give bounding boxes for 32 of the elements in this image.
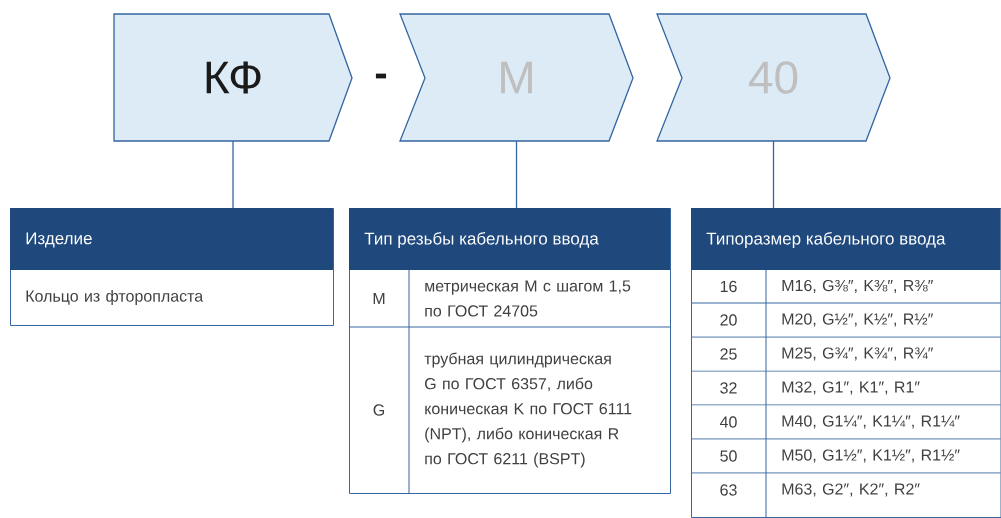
connector-line [232,140,234,209]
table-cell: 25 [720,348,737,360]
table-cell: 16 [720,280,737,293]
table [10,208,334,326]
table-cell: G [373,404,385,416]
connector-line [515,140,518,209]
table-cell: M50, G1½″, K1½″, R1½″ [782,449,960,463]
table-cell: M63, G2″, K2″, R2″ [782,483,920,497]
table-cell: 50 [720,450,737,462]
chevron-box: 40 [656,13,891,142]
connector-line [772,140,775,209]
chevron-box: M [399,13,634,142]
table-cell: Кольцо из фторопласта [26,290,204,305]
table-cell: M40, G1¼″, K1¼″, R1¼″ [782,415,960,429]
table-header: Изделие [26,232,92,248]
table-cell: M20, G½″, K½″, R½″ [782,313,934,327]
separator-dash: - [375,73,387,79]
table [348,208,671,494]
chevron-box: КФ [113,13,353,142]
table-cell: трубная цилиндрическая G по ГОСТ 6357, либо коническая K по ГОСТ 6111 (NPT), либо коническая R по ГОСТ 6211 (BSPT) [424,352,632,468]
table-cell: 63 [720,484,737,496]
table-cell: M25, G¾″, K¾″, R¾″ [782,347,934,361]
table-cell: метрическая M с шагом 1,5 по ГОСТ 24705 [425,280,631,317]
table-header: Тип резьбы кабельного ввода [364,232,599,248]
table [690,208,1001,518]
table-header: Типоразмер кабельного ввода [706,232,946,248]
table-cell: 20 [720,314,737,326]
table-cell: 32 [720,382,737,394]
table-cell: M32, G1″, K1″, R1″ [782,381,920,395]
table-cell: M16, G⅜″, K⅜″, R⅜″ [782,279,934,294]
table-cell: 40 [719,416,737,428]
table-cell: M [373,293,385,304]
